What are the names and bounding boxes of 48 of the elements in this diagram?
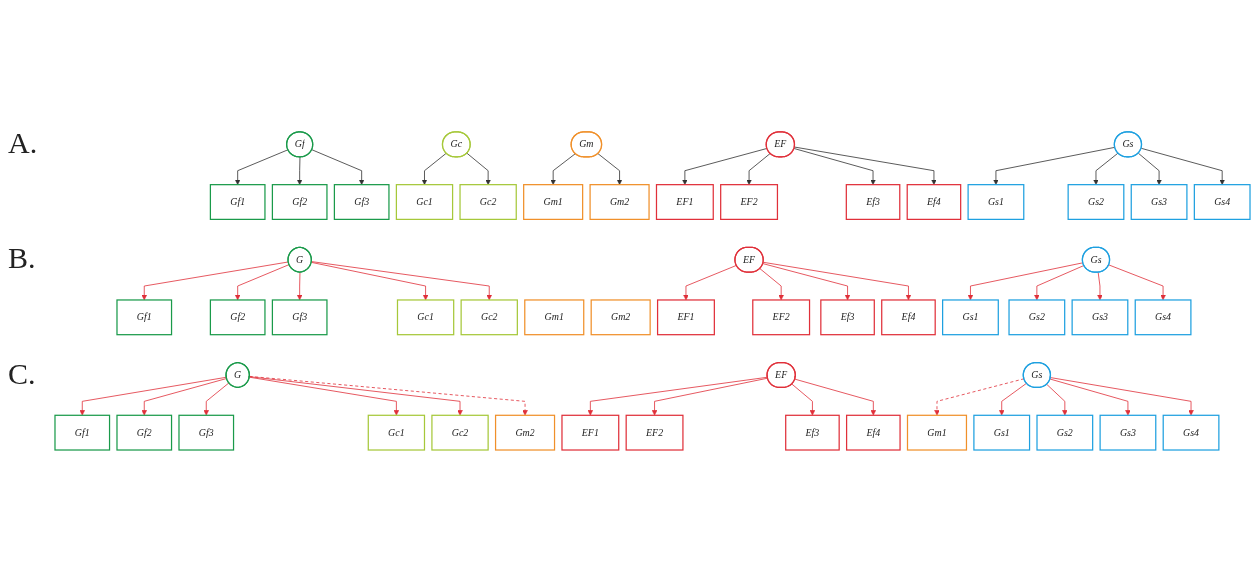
node-box: Gs4 (1193, 183, 1251, 220)
node-box: EF2 (625, 414, 684, 451)
panel-label: C. (8, 356, 36, 391)
node-box: Ef4 (846, 414, 901, 451)
node-box: Gf1 (116, 298, 173, 335)
node-box: Gc1 (396, 298, 455, 335)
node-box: Gs2 (1036, 414, 1094, 451)
node-box: Gf1 (209, 183, 266, 220)
node-box: EF2 (752, 298, 811, 335)
node-box: Gm2 (494, 414, 556, 451)
node-box: Gf2 (271, 183, 328, 220)
node-box: Gs1 (942, 298, 999, 335)
node-box: Gf1 (54, 414, 111, 451)
node-box: Gs2 (1008, 298, 1066, 335)
node-box: Gs3 (1071, 298, 1129, 335)
node-box: Ef3 (845, 183, 901, 220)
node-box: Gc2 (460, 298, 518, 335)
node-box: Ef3 (785, 414, 840, 451)
panel-label: A. (8, 125, 38, 160)
node-box: Ef4 (881, 298, 936, 335)
panel-label: B. (8, 241, 36, 276)
node-box: Gc1 (367, 414, 426, 451)
node-box: Gf3 (271, 298, 328, 335)
node-box: Gs3 (1099, 414, 1157, 451)
node-box: Gf3 (178, 414, 235, 451)
node-box: Gf2 (209, 298, 266, 335)
node-box: EF1 (561, 414, 620, 451)
node-box: Gf2 (116, 414, 173, 451)
node-box: Gs2 (1067, 183, 1125, 220)
node-box: Ef4 (906, 183, 962, 220)
node-box: Gm1 (906, 414, 968, 451)
node-box: Gm1 (524, 298, 585, 335)
node-box: Gf3 (333, 183, 390, 220)
node-box: Gm1 (523, 183, 584, 220)
node-box: Gs4 (1134, 298, 1192, 335)
node-box: Gm2 (589, 183, 650, 220)
node-box: EF1 (656, 298, 715, 335)
node-box: Gs1 (973, 414, 1031, 451)
node-box: Ef3 (820, 298, 875, 335)
node-box: Gc1 (395, 183, 454, 220)
node-box: EF2 (720, 183, 779, 220)
node-box: Gc2 (459, 183, 517, 220)
node-box: EF1 (655, 183, 714, 220)
node-box: Gm2 (590, 298, 651, 335)
node-box: Gs3 (1130, 183, 1188, 220)
node-box: Gs1 (967, 183, 1025, 220)
node-box: Gs4 (1162, 414, 1220, 451)
node-box: Gc2 (431, 414, 489, 451)
